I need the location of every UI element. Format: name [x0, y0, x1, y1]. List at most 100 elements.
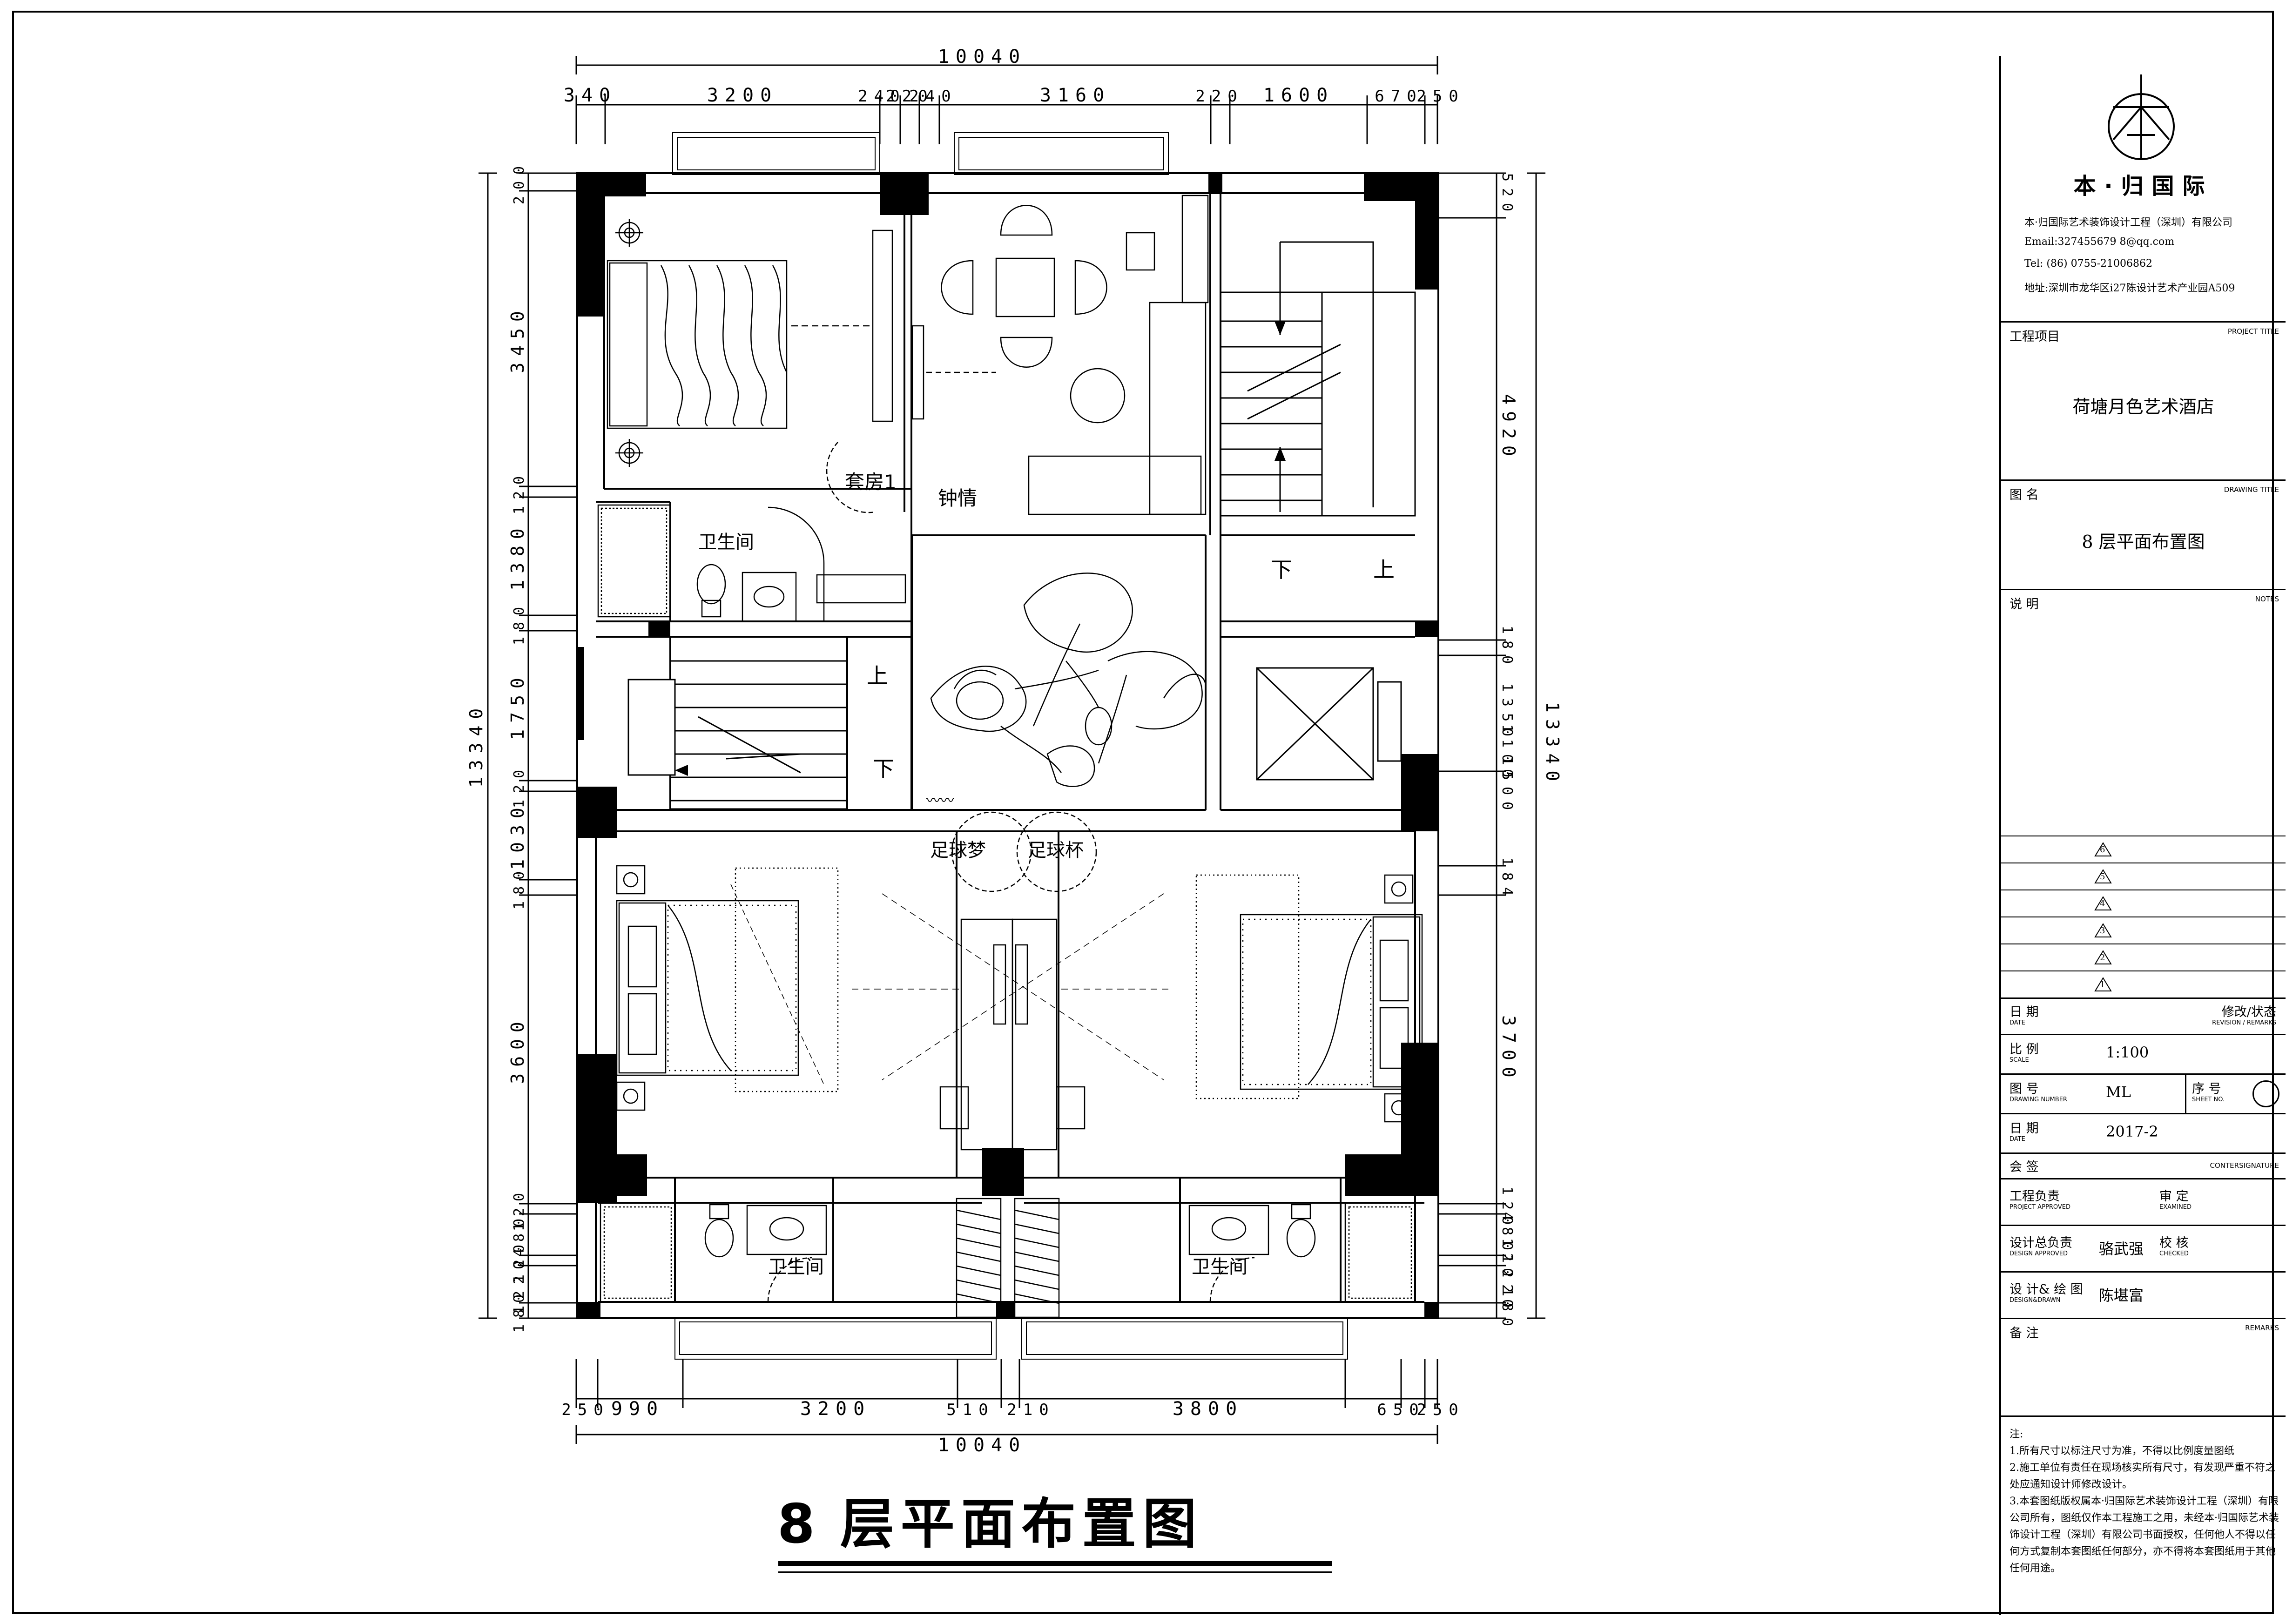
examined-en: EXAMINED	[2159, 1204, 2192, 1211]
drawing-title-number: 8	[777, 1493, 822, 1556]
dim-right-seg: 120	[1499, 1186, 1515, 1231]
elevator	[1256, 667, 1402, 781]
revision-number: 2	[2100, 953, 2105, 963]
revision-number: 4	[2100, 899, 2105, 909]
title-block: 本·归国际 本·归国际艺术装饰设计工程（深圳）有限公司 Email:327455…	[1999, 56, 2286, 1615]
notes-section: 说 明 NOTES	[2001, 589, 2286, 891]
project-section: 工程项目 PROJECT TITLE 荷塘月色艺术酒店	[2001, 321, 2286, 479]
drawn-value: 陈堪富	[2099, 1287, 2144, 1304]
dim-right-seg: 180	[1499, 626, 1515, 670]
footnote-item: 2.施工单位有责任在现场核实所有尺寸，有发现严重不符之处应通知设计师修改设计。	[2010, 1462, 2275, 1490]
dim-bottom-seg: 250	[561, 1401, 609, 1419]
company-address: 地址:深圳市龙华区i27陈设计艺术产业园A509	[2024, 283, 2235, 294]
dim-bottom-seg: 3200	[800, 1398, 871, 1420]
dim-left-seg: 120	[511, 763, 527, 808]
drawing-title: 8 层平面布置图	[777, 1480, 1336, 1556]
date-label-en: DATE	[2010, 1019, 2025, 1026]
room-right-label: 足球杯	[1028, 840, 1084, 861]
footnotes-section: 注: 1.所有尺寸以标注尺寸为准，不得以比例度量图纸 2.施工单位有责任在现场核…	[2001, 1415, 2286, 1611]
dim-top-seg: 220	[886, 87, 934, 106]
remarks-en: REMARKS	[2245, 1324, 2279, 1332]
stair-up-left-label: 上	[867, 663, 888, 688]
date2-label: 日 期	[2010, 1121, 2039, 1136]
dim-bottom-seg: 3800	[1173, 1398, 1243, 1420]
scale-value: 1:100	[2106, 1044, 2149, 1061]
dim-right-seg: 480	[1499, 1212, 1515, 1257]
suite-name: 钟情	[938, 487, 977, 510]
company-full-name: 本·归国际艺术装饰设计工程（深圳）有限公司	[2024, 217, 2232, 229]
bathroom-bottom-right-label: 卫生间	[1192, 1256, 1248, 1278]
suite-label: 套房1	[845, 471, 897, 493]
dim-left-seg: 120	[511, 1186, 527, 1231]
dim-bottom-seg: 990	[611, 1398, 664, 1420]
dim-right-seg: 1500	[1499, 757, 1515, 816]
stairs	[627, 241, 1416, 810]
revision-number: 3	[2100, 926, 2105, 936]
dim-right-seg: 180	[1499, 1288, 1515, 1333]
signature-row: 会 签 CONTERSIGNATURE	[2001, 1152, 2286, 1178]
room-left-label: 足球梦	[930, 840, 986, 861]
title-underline-thick	[778, 1561, 1332, 1566]
dim-right-total: 13340	[1542, 702, 1563, 788]
dim-right-seg: 520	[1499, 173, 1515, 218]
dim-top-seg: 240	[909, 87, 957, 106]
drawing-number-label: 图 号	[2010, 1082, 2039, 1096]
dim-left-total: 13340	[466, 702, 486, 788]
sheet-number-label: 序 号	[2192, 1082, 2221, 1096]
drawing-name-value: 8 层平面布置图	[2082, 532, 2205, 552]
dim-bottom-seg: 650	[1377, 1401, 1425, 1419]
drawing-name-label-en: DRAWING TITLE	[2224, 485, 2279, 494]
design-en: DESIGN APPROVED	[2010, 1250, 2068, 1257]
dimension-lines	[479, 56, 1545, 1444]
dim-right-seg: 1220	[1499, 1254, 1515, 1314]
dim-top-seg: 3200	[707, 85, 778, 106]
columns	[577, 173, 1438, 1318]
bed-top-left	[607, 219, 893, 513]
remarks-label: 备 注	[2010, 1326, 2039, 1341]
dim-top-seg: 670	[1375, 87, 1423, 106]
stair-up-right-label: 上	[1373, 557, 1395, 582]
revision-row: 5	[2001, 863, 2286, 889]
signature-label: 会 签	[2010, 1160, 2039, 1174]
dim-left-seg: 1030	[507, 801, 528, 870]
footnote-item: 3.本套图纸版权属本·归国际艺术装饰设计工程（深圳）有限公司所有，图纸仅作本工程…	[2010, 1496, 2279, 1574]
checked-label: 校 核	[2159, 1236, 2189, 1250]
dim-left-seg: 180	[511, 1288, 527, 1333]
dim-left-seg: 120	[511, 470, 527, 514]
footnotes-title: 注:	[2010, 1429, 2023, 1440]
revision-remarks-en: REVISION / REMARKS	[2212, 1019, 2276, 1026]
dim-left-seg: 480	[511, 1212, 527, 1257]
bed-bottom-left	[616, 865, 839, 1111]
drawing-title-text: 层平面布置图	[840, 1493, 1203, 1556]
dim-left-seg: 1380	[507, 522, 528, 591]
dim-left-seg: 3600	[507, 1015, 528, 1084]
dim-left-seg: 120	[511, 1238, 527, 1283]
drawing-number-value: ML	[2106, 1083, 2131, 1101]
revision-row: 4	[2001, 889, 2286, 916]
dim-top-seg: 240	[858, 87, 906, 106]
approved-label: 工程负责	[2010, 1189, 2060, 1204]
design-value: 骆武强	[2099, 1240, 2144, 1258]
design-label: 设计总负责	[2010, 1236, 2072, 1250]
project-label-en: PROJECT TITLE	[2227, 327, 2279, 336]
date2-value: 2017-2	[2106, 1123, 2158, 1140]
company-short-name: 本·归国际	[2073, 173, 2213, 199]
footnote-item: 1.所有尺寸以标注尺寸为准，不得以比例度量图纸	[2010, 1445, 2234, 1457]
dim-bottom-seg: 250	[1416, 1401, 1464, 1419]
stair-down-left-label: 下	[873, 756, 894, 782]
dim-left-seg: 3450	[507, 304, 528, 373]
walls	[576, 172, 1439, 1319]
lotus-mural: 〰〰	[911, 534, 1207, 811]
scale-label-en: SCALE	[2010, 1057, 2029, 1064]
project-value: 荷塘月色艺术酒店	[2072, 397, 2214, 417]
drawn-en: DESIGN&DRAWN	[2010, 1297, 2061, 1304]
signature-en: CONTERSIGNATURE	[2210, 1161, 2279, 1170]
date2-en: DATE	[2010, 1136, 2025, 1143]
dim-bottom-total: 10040	[938, 1435, 1026, 1456]
